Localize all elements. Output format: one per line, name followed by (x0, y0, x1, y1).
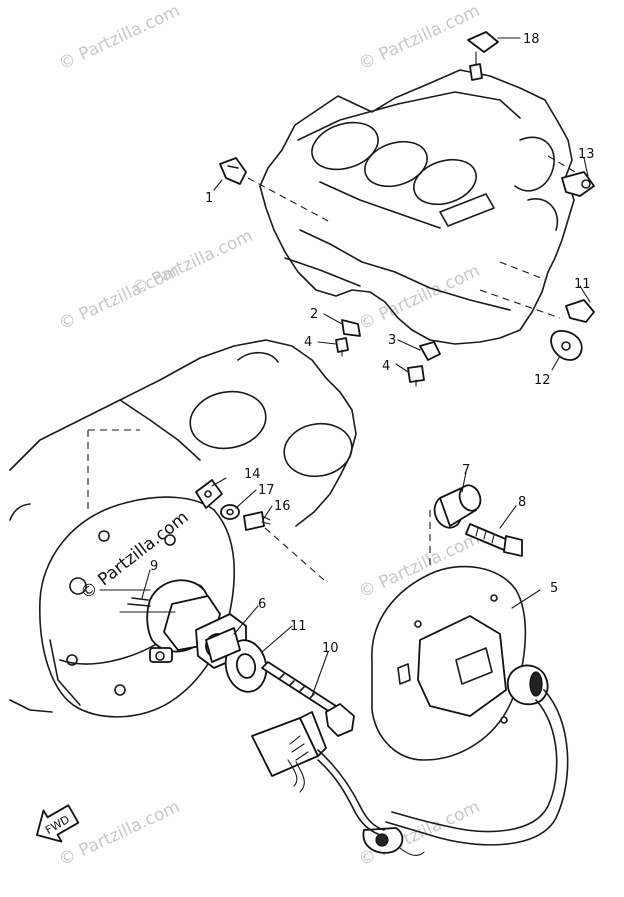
screw-4 (335, 337, 349, 357)
screw-4-b (407, 365, 425, 387)
leader-lines (141, 37, 591, 697)
callout-12: 11 (574, 277, 591, 292)
callout-8: 8 (518, 495, 526, 510)
watermark: © Partzilla.com (356, 1, 483, 75)
clip-12 (565, 299, 595, 323)
clip-18 (467, 31, 499, 81)
clip-1 (219, 157, 247, 185)
callout-17: 17 (258, 483, 275, 498)
part-9 (127, 597, 151, 607)
cam-6 (205, 627, 241, 663)
callouts: 18 1 13 11 2 4 3 4 12 14 17 16 7 8 5 9 6… (150, 32, 595, 656)
callout-3: 3 (388, 333, 396, 348)
callout-15: 14 (244, 467, 261, 482)
pulser-coil-assembly (362, 565, 569, 857)
callout-10: 10 (322, 641, 339, 656)
screw-8 (465, 523, 523, 557)
stator-plate (39, 496, 235, 718)
callout-5: 5 (550, 581, 558, 596)
clip-14 (561, 171, 595, 197)
crankcase-outline (9, 339, 357, 713)
callout-9: 9 (150, 559, 158, 574)
plate-15 (195, 479, 223, 509)
collar-7 (433, 484, 482, 529)
wire-connector (251, 711, 385, 835)
callout-11: 11 (290, 619, 307, 634)
watermark: © Partzilla.com (56, 797, 183, 871)
callout-1: 1 (205, 191, 213, 206)
screw-16 (243, 511, 271, 531)
callout-2: 2 (310, 307, 318, 322)
callout-16: 16 (274, 499, 291, 514)
washer-11 (224, 639, 268, 693)
callout-18: 18 (523, 32, 540, 47)
watermark: © Partzilla.com (56, 1, 183, 75)
alignment-lines (87, 155, 583, 581)
callout-7: 7 (462, 463, 470, 478)
watermark: © Partzilla.com (356, 529, 483, 603)
bolt-10 (261, 661, 355, 737)
clip-2 (341, 319, 361, 337)
engine-block-outline (259, 69, 575, 345)
callout-4: 4 (304, 335, 312, 350)
washer-17 (220, 504, 240, 520)
callout-6: 6 (258, 597, 266, 612)
watermark: © Partzilla.com (129, 226, 256, 300)
callout-4-b: 4 (382, 359, 390, 374)
clip-3 (419, 341, 441, 361)
callout-13: 12 (534, 373, 551, 388)
callout-14: 13 (578, 147, 595, 162)
forward-arrow: FWD (36, 804, 80, 843)
clip-13 (550, 330, 583, 361)
